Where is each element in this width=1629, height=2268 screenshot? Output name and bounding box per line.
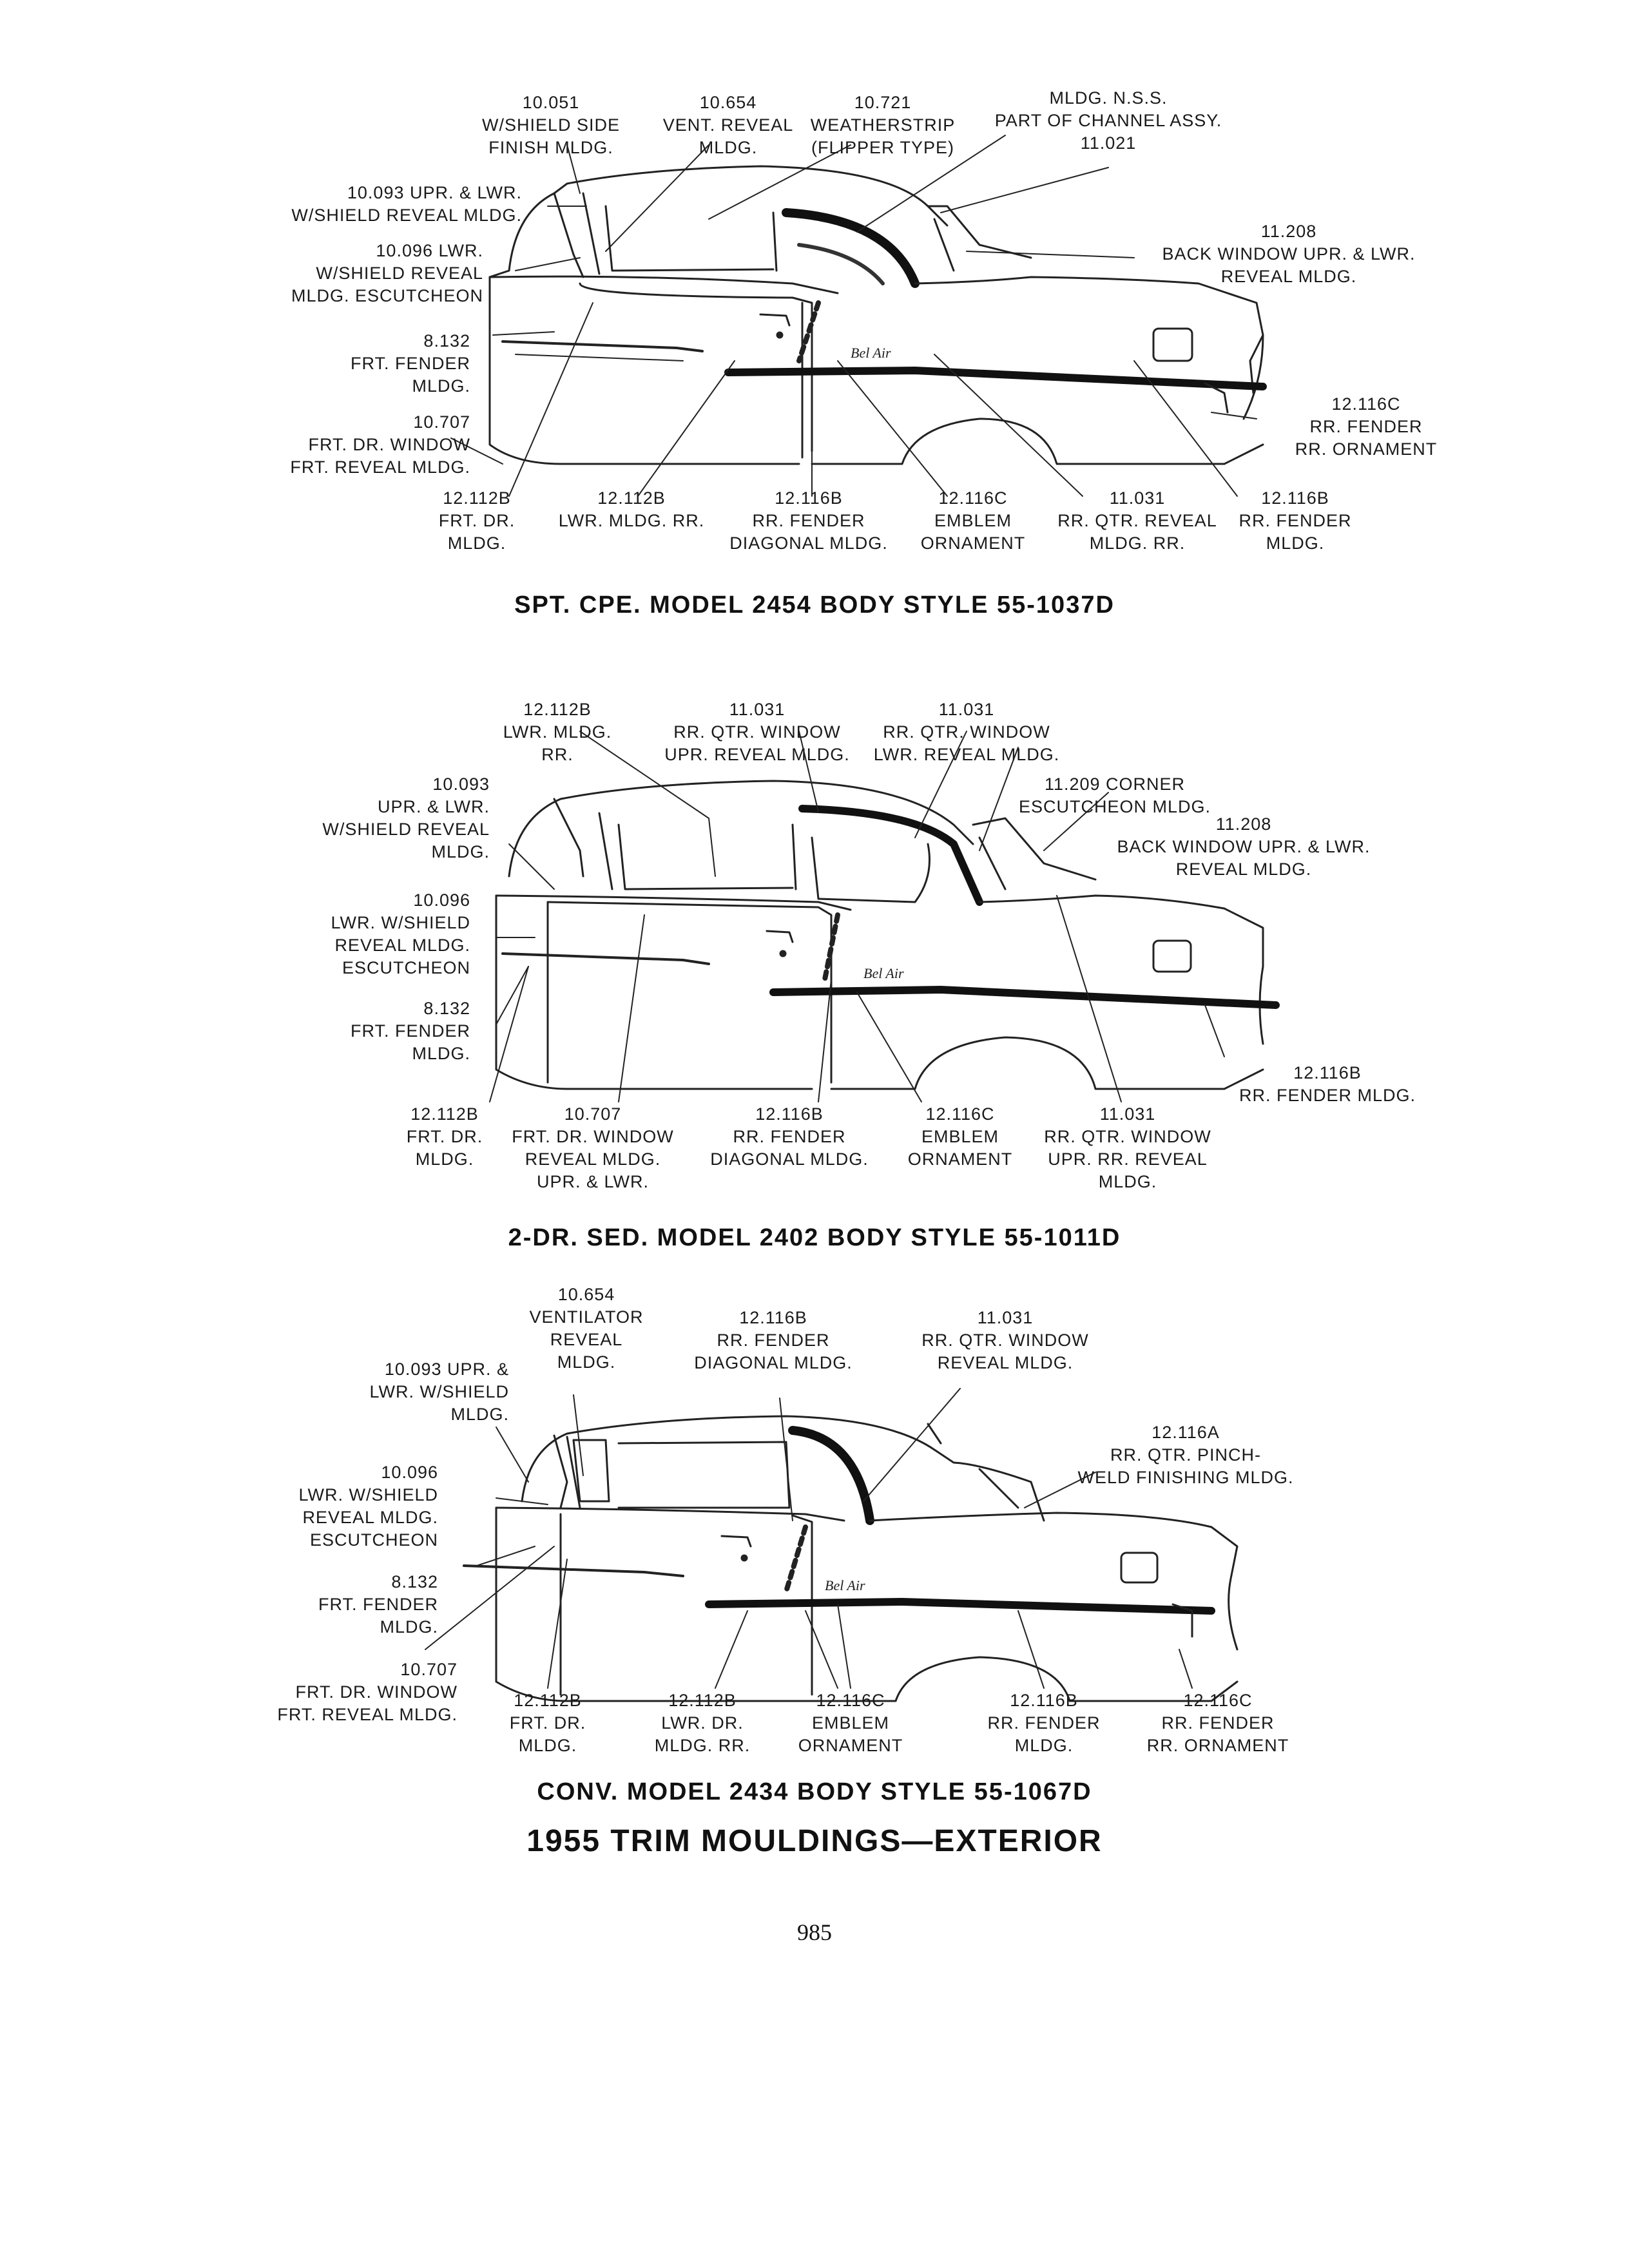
label-8-132: 8.132 FRT. FENDER MLDG. <box>350 331 470 396</box>
svg-text:Bel Air: Bel Air <box>863 965 904 981</box>
label-8-132: 8.132 FRT. FENDER MLDG. <box>350 999 470 1063</box>
label-12-116c-rr-ornament: 12.116C RR. FENDER RR. ORNAMENT <box>1295 394 1438 459</box>
sport-coupe-drawing: Bel Air <box>450 135 1267 497</box>
label-12-116c-emblem: 12.116C EMBLEM ORNAMENT <box>907 1104 1013 1169</box>
label-12-116b-rr-fender: 12.116B RR. FENDER MLDG. <box>987 1691 1101 1755</box>
caption-2dr-sedan: 2-DR. SED. MODEL 2402 BODY STYLE 55-1011… <box>508 1224 1121 1251</box>
label-12-116a: 12.116A RR. QTR. PINCH- WELD FINISHING M… <box>1077 1423 1294 1487</box>
page-title: 1955 TRIM MOULDINGS—EXTERIOR <box>526 1824 1103 1858</box>
caption-convertible: CONV. MODEL 2434 BODY STYLE 55-1067D <box>537 1778 1092 1805</box>
label-11-031-upr: 11.031 RR. QTR. WINDOW UPR. REVEAL MLDG. <box>664 700 850 764</box>
label-mldg-nss: MLDG. N.S.S. PART OF CHANNEL ASSY. 11.02… <box>994 88 1222 153</box>
label-11-208: 11.208 BACK WINDOW UPR. & LWR. REVEAL ML… <box>1117 814 1371 879</box>
label-10-721: 10.721 WEATHERSTRIP (FLIPPER TYPE) <box>810 93 956 157</box>
label-12-116b-rr-fender: 12.116B RR. FENDER MLDG. <box>1239 488 1352 553</box>
label-12-112b-frt-dr: 12.112B FRT. DR. MLDG. <box>438 488 516 553</box>
label-12-116b-diagonal: 12.116B RR. FENDER DIAGONAL MLDG. <box>729 488 888 553</box>
page-number: 985 <box>797 1919 832 1945</box>
label-11-031-upr-rr: 11.031 RR. QTR. WINDOW UPR. RR. REVEAL M… <box>1044 1104 1211 1191</box>
label-12-116b-diagonal: 12.116B RR. FENDER DIAGONAL MLDG. <box>710 1104 869 1169</box>
label-10-093: 10.093 UPR. & LWR. W/SHIELD REVEAL MLDG. <box>322 774 490 861</box>
label-11-031: 11.031 RR. QTR. WINDOW REVEAL MLDG. <box>921 1308 1089 1372</box>
label-12-116b-rr-fender: 12.116B RR. FENDER MLDG. <box>1239 1063 1416 1105</box>
label-10-707: 10.707 FRT. DR. WINDOW FRT. REVEAL MLDG. <box>290 412 470 477</box>
label-10-051: 10.051 W/SHIELD SIDE FINISH MLDG. <box>481 93 621 157</box>
diagram-2dr-sedan: Bel Air 12.112B LWR. MLDG. RR. 11.031 RR… <box>0 644 1629 1289</box>
label-10-707: 10.707 FRT. DR. WINDOW REVEAL MLDG. UPR.… <box>512 1104 674 1191</box>
svg-text:Bel Air: Bel Air <box>851 345 891 361</box>
diagram-convertible: Bel Air 10.654 VENTILATOR REVEAL MLDG. 1… <box>0 1285 1629 1823</box>
label-12-112b-frt-dr: 12.112B FRT. DR. MLDG. <box>509 1691 586 1755</box>
2dr-sedan-drawing: Bel Air <box>489 731 1280 1102</box>
label-12-112b-frt-dr: 12.112B FRT. DR. MLDG. <box>406 1104 483 1169</box>
label-12-116b-diagonal: 12.116B RR. FENDER DIAGONAL MLDG. <box>694 1308 853 1372</box>
label-11-208: 11.208 BACK WINDOW UPR. & LWR. REVEAL ML… <box>1162 222 1416 286</box>
label-10-654: 10.654 VENT. REVEAL MLDG. <box>662 93 794 157</box>
caption-sport-coupe: SPT. CPE. MODEL 2454 BODY STYLE 55-1037D <box>514 591 1115 619</box>
label-12-112b-lwr-rr: 12.112B LWR. MLDG. RR. <box>503 700 612 764</box>
label-10-654: 10.654 VENTILATOR REVEAL MLDG. <box>529 1285 644 1372</box>
label-10-707: 10.707 FRT. DR. WINDOW FRT. REVEAL MLDG. <box>277 1660 458 1724</box>
diagram-sport-coupe: Bel Air 10.051 W/SHIELD SIDE FINISH MLDG… <box>0 0 1629 644</box>
label-11-209: 11.209 CORNER ESCUTCHEON MLDG. <box>1018 774 1211 816</box>
label-12-116c-rr-ornament: 12.116C RR. FENDER RR. ORNAMENT <box>1146 1691 1289 1755</box>
label-10-096: 10.096 LWR. W/SHIELD REVEAL MLDG. ESCUTC… <box>298 1463 438 1550</box>
label-10-096: 10.096 LWR. W/SHIELD REVEAL MLDG. ESCUTC… <box>331 890 470 977</box>
label-11-031-lwr: 11.031 RR. QTR. WINDOW LWR. REVEAL MLDG. <box>873 700 1060 764</box>
label-12-116c-emblem: 12.116C EMBLEM ORNAMENT <box>798 1691 903 1755</box>
label-12-112b-lwr: 12.112B LWR. MLDG. RR. <box>558 488 705 530</box>
convertible-drawing: Bel Air <box>425 1388 1239 1702</box>
label-10-093: 10.093 UPR. & LWR. W/SHIELD REVEAL MLDG. <box>291 183 522 225</box>
svg-text:Bel Air: Bel Air <box>825 1577 865 1593</box>
label-10-096: 10.096 LWR. W/SHIELD REVEAL MLDG. ESCUTC… <box>291 241 483 305</box>
label-11-031-rr-qtr: 11.031 RR. QTR. REVEAL MLDG. RR. <box>1057 488 1217 553</box>
label-10-093: 10.093 UPR. & LWR. W/SHIELD MLDG. <box>369 1360 509 1424</box>
label-12-112b-lwr-dr: 12.112B LWR. DR. MLDG. RR. <box>654 1691 751 1755</box>
label-12-116c-emblem: 12.116C EMBLEM ORNAMENT <box>920 488 1026 553</box>
label-8-132: 8.132 FRT. FENDER MLDG. <box>318 1572 438 1637</box>
